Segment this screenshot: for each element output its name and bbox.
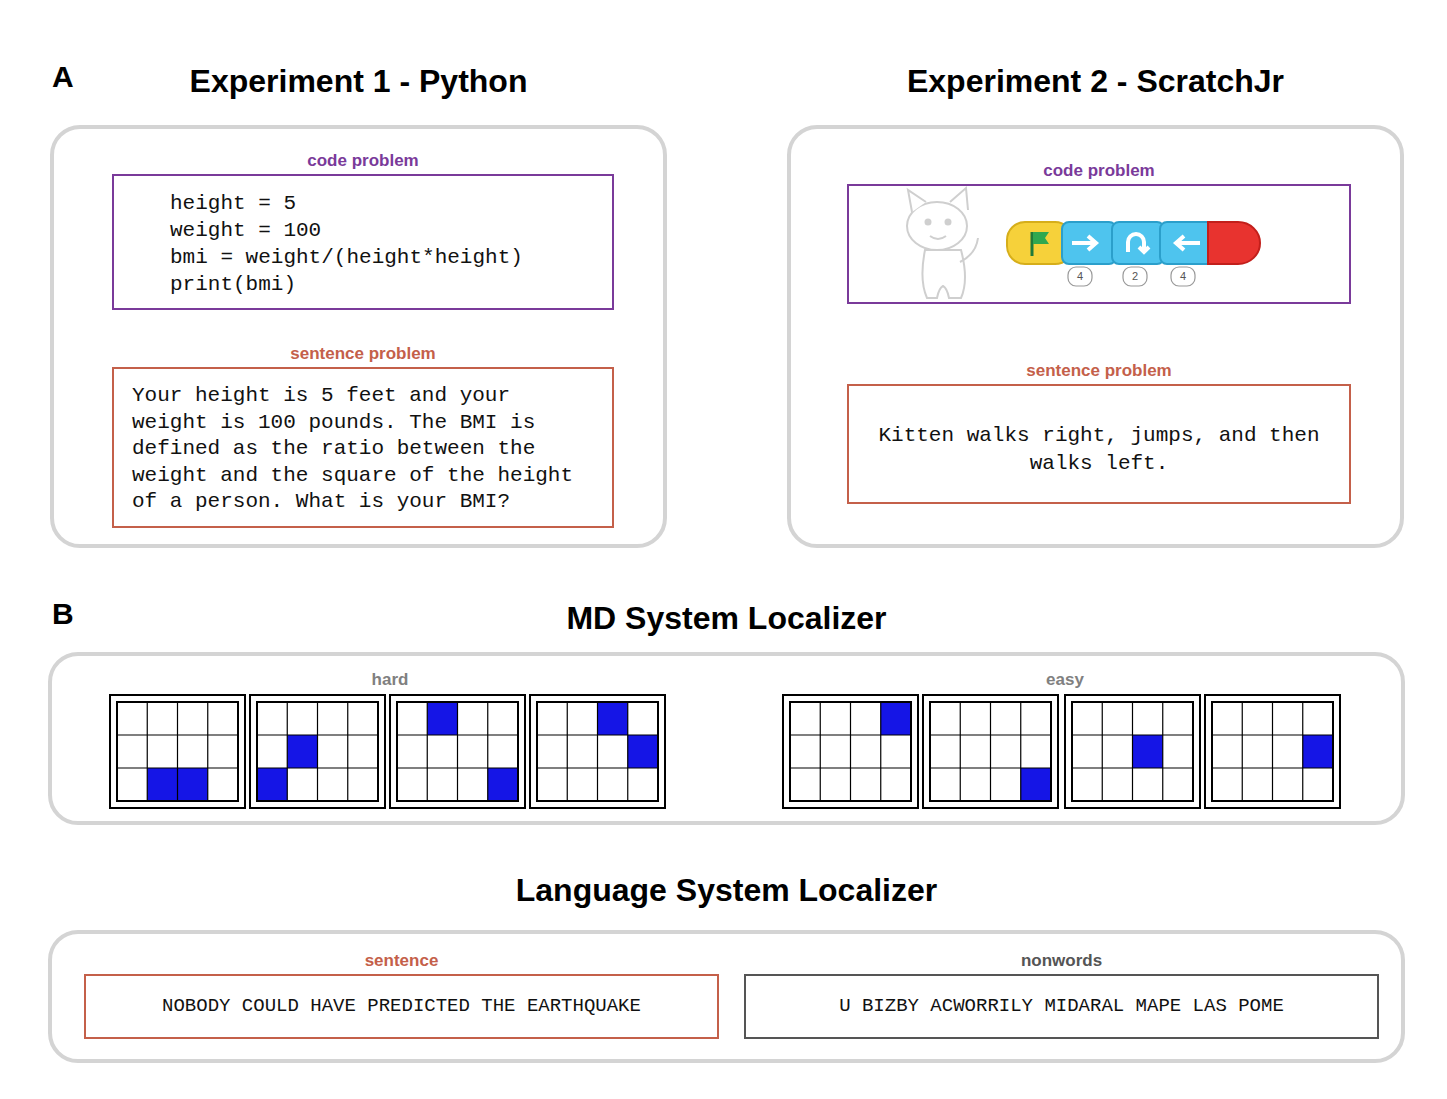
grid-tile [257,702,378,801]
grid-tile [790,702,911,801]
code-line: print(bmi) [170,271,296,298]
problem-box: sentence problemYour height is 5 feet an… [112,367,614,528]
box-label: sentence problem [114,344,612,364]
grid-tile [397,702,518,801]
box-label: code problem [849,161,1349,181]
grid-tile [287,735,317,768]
grid-tile [930,702,1051,801]
problem-box: sentence problemKitten walks right, jump… [847,384,1351,504]
code-line: height = 5 [170,190,296,217]
grid-tile [427,702,457,735]
grid-tile [530,695,665,808]
grid-tile [117,702,238,801]
grid-tile [1303,735,1333,768]
grid-tile [257,702,378,801]
grid-tile [257,768,287,801]
grid-tile [488,768,518,801]
grid-tile [390,695,525,808]
grid-tile [110,695,245,808]
section-panel: Experiment 1 - Pythoncode problemheight … [50,125,667,548]
code-line: weight = 100 [170,217,321,244]
stimulus-text: U BIZBY ACWORRILY MIDARAL MAPE LAS POME [746,993,1377,1019]
grid-tile [930,702,1051,801]
grid-tile [1021,768,1051,801]
grid-tiles [110,695,1340,808]
grid-tile [1072,702,1193,801]
grid-tile [117,702,238,801]
cat-figure [907,188,978,298]
section-title: Experiment 1 - Python [54,63,663,100]
code-line: bmi = weight/(height*height) [170,244,523,271]
section-title: Language System Localizer [52,872,1401,909]
parameter-number: 4 [1171,268,1195,285]
grid-tile [1072,702,1193,801]
grid-tile [790,702,911,801]
grid-tile [923,695,1058,808]
grid-tile [178,768,208,801]
section-panel: MD System Localizer [48,652,1405,825]
grid-tile [397,702,518,801]
grid-tile [881,702,911,735]
grid-tile [1212,702,1333,801]
box-label: sentence [86,951,717,971]
grid-tile [628,735,658,768]
parameter-number: 4 [1068,268,1092,285]
panel-letter: A [52,60,82,94]
section-title: MD System Localizer [52,600,1401,637]
grid-tile [147,768,177,801]
panel-letter: B [52,597,82,631]
problem-box: nonwordsU BIZBY ACWORRILY MIDARAL MAPE L… [744,974,1379,1039]
grid-tile [250,695,385,808]
section-title: Experiment 2 - ScratchJr [791,63,1400,100]
condition-label: hard [340,670,440,690]
stimulus-text: NOBODY COULD HAVE PREDICTED THE EARTHQUA… [86,993,717,1019]
grid-tile [1133,735,1163,768]
section-panel: Language System LocalizersentenceNOBODY … [48,930,1405,1063]
grid-tile [1212,702,1333,801]
problem-text: Kitten walks right, jumps, and then walk… [869,422,1329,478]
grid-tile [537,702,658,801]
box-label: sentence problem [849,361,1349,381]
section-panel: Experiment 2 - ScratchJrcode problemsent… [787,125,1404,548]
grid-tile [783,695,918,808]
problem-box: sentenceNOBODY COULD HAVE PREDICTED THE … [84,974,719,1039]
problem-box: code problem [847,184,1351,304]
problem-box: code problemheight = 5weight = 100bmi = … [112,174,614,310]
parameter-number: 2 [1123,268,1147,285]
box-label: nonwords [746,951,1377,971]
box-label: code problem [114,151,612,171]
grid-tile [598,702,628,735]
grid-tile [537,702,658,801]
grid-tile [1065,695,1200,808]
grid-tile [1205,695,1340,808]
problem-text: Your height is 5 feet and your weight is… [132,383,596,516]
condition-label: easy [1015,670,1115,690]
code-blocks [1007,222,1260,286]
